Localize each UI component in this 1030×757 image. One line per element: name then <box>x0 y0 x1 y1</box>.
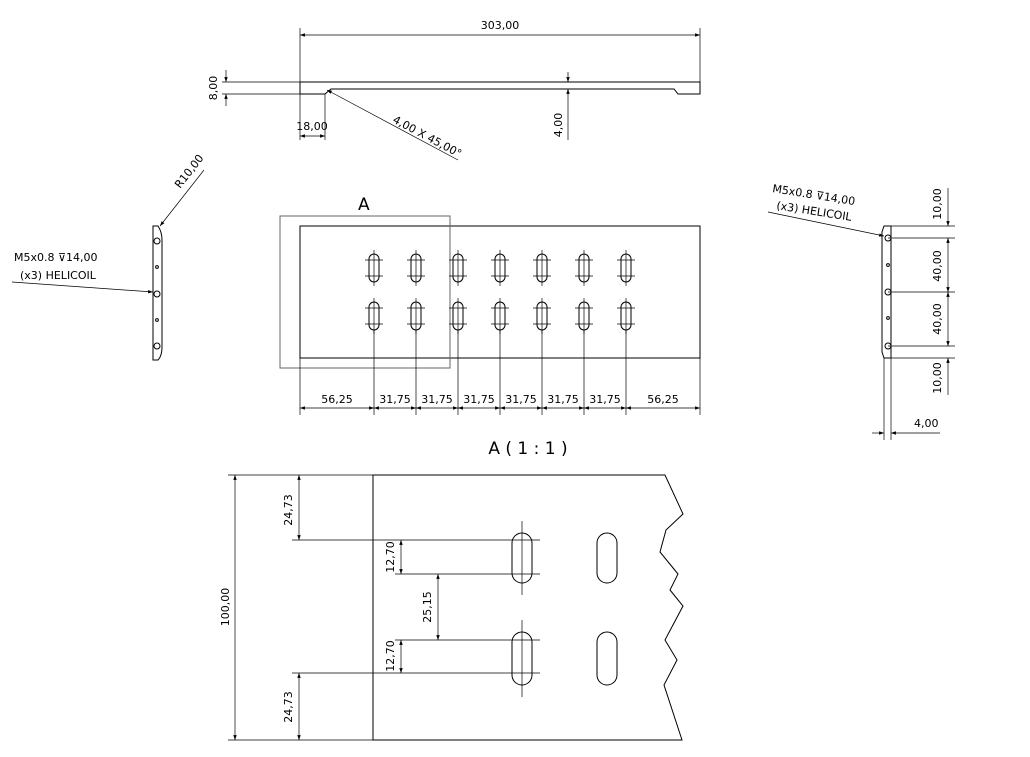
detail-slot-bottom-label: 12,70 <box>384 640 397 672</box>
left-side-view: R10,00 M5x0.8 ⊽14,00 (x3) HELICOIL <box>11 152 206 361</box>
detail-outline <box>372 474 684 741</box>
right-side-view: 10,00 40,00 40,00 10,00 4,00 M5x0.8 ⊽14,… <box>767 182 955 440</box>
left-thread-leader <box>11 281 154 294</box>
detail-height-label: 100,00 <box>219 588 232 627</box>
detail-a-marker: A <box>358 195 370 215</box>
spacing-label-7: 31,75 <box>589 393 621 406</box>
top-thickness-label: 8,00 <box>207 76 220 101</box>
right-thread-leader <box>767 211 885 237</box>
slot-pattern <box>365 250 635 334</box>
front-view: A 56,25 31,75 31,75 31,75 31,75 31,75 31… <box>279 195 701 415</box>
top-view: 303,00 8,00 18,00 4,00 X 45,00° 4,00 <box>207 19 701 161</box>
chamfer-leader <box>326 89 459 161</box>
detail-slot-top-label: 12,70 <box>384 541 397 573</box>
spacing-dimensions <box>299 330 701 415</box>
right-thickness-label: 4,00 <box>914 417 939 430</box>
radius-leader <box>159 169 205 227</box>
detail-slot-gap-label: 25,15 <box>421 591 434 623</box>
chamfer-note-label: 4,00 X 45,00° <box>391 113 464 160</box>
spacing-label-3: 31,75 <box>421 393 453 406</box>
detail-view-a: A ( 1 : 1 ) 100,00 24,73 24,73 12,70 25,… <box>219 439 684 741</box>
detail-a-frame <box>279 215 451 369</box>
top-chamfer-length-label: 18,00 <box>296 120 328 133</box>
right-pitch-2-label: 40,00 <box>931 303 944 335</box>
left-thread-callout-2: (x3) HELICOIL <box>20 269 97 282</box>
detail-edge-bottom-label: 24,73 <box>282 691 295 723</box>
spacing-label-5: 31,75 <box>505 393 537 406</box>
detail-slot-4 <box>596 631 618 686</box>
spacing-label-8: 56,25 <box>647 393 679 406</box>
left-radius-label: R10,00 <box>172 152 206 191</box>
spacing-label-6: 31,75 <box>547 393 579 406</box>
spacing-label-1: 56,25 <box>321 393 353 406</box>
top-view-profile <box>299 81 701 95</box>
spacing-label-2: 31,75 <box>379 393 411 406</box>
top-length-label: 303,00 <box>481 19 520 32</box>
left-side-profile <box>152 225 163 361</box>
right-pitch-1-label: 40,00 <box>931 250 944 282</box>
detail-edge-top-label: 24,73 <box>282 494 295 526</box>
right-offset-bottom-label: 10,00 <box>931 362 944 394</box>
spacing-label-4: 31,75 <box>463 393 495 406</box>
top-relief-label: 4,00 <box>552 113 565 138</box>
detail-slot-2 <box>596 532 618 584</box>
detail-title: A ( 1 : 1 ) <box>488 439 567 459</box>
right-offset-top-label: 10,00 <box>931 188 944 220</box>
left-thread-callout-1: M5x0.8 ⊽14,00 <box>14 251 98 264</box>
